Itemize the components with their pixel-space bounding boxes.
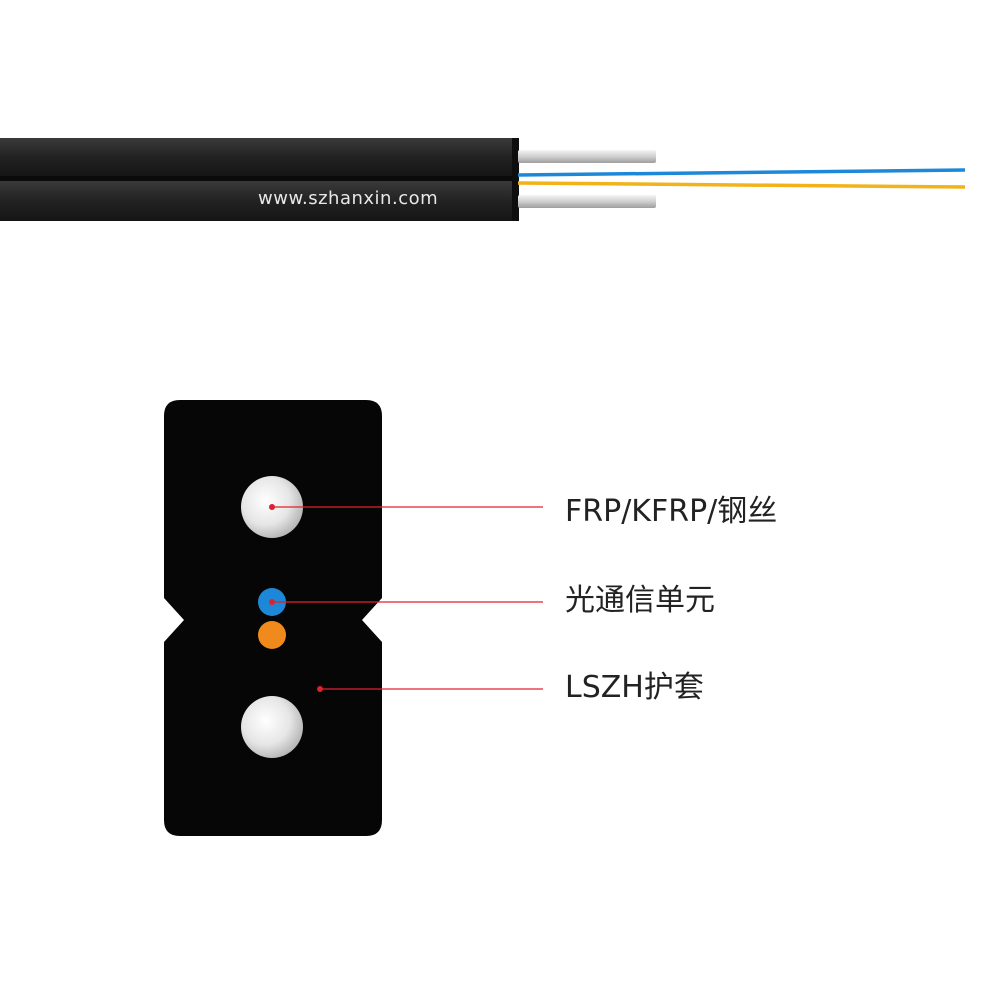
leader-dot-jacket <box>317 686 323 692</box>
cable-side-view <box>0 138 966 221</box>
cable-end-face <box>512 138 519 221</box>
fiber-unit-label: 光通信单元 <box>565 583 715 618</box>
steel-rod-upper <box>518 150 656 163</box>
cable-lower-half <box>0 181 518 221</box>
leader-dot-strength <box>269 504 275 510</box>
strength-member-label: FRP/KFRP/钢丝 <box>565 494 778 529</box>
strength-member-bottom <box>241 696 303 758</box>
lszh-jacket-shape <box>164 400 382 836</box>
leader-lines <box>269 504 543 692</box>
steel-rod-lower <box>518 195 656 208</box>
jacket-label: LSZH护套 <box>565 670 704 705</box>
fiber-blue <box>517 168 966 177</box>
website-watermark: www.szhanxin.com <box>258 188 439 209</box>
fiber-core-orange <box>258 621 286 649</box>
leader-dot-fiber <box>269 599 275 605</box>
cable-upper-half <box>0 138 518 176</box>
cable-groove <box>0 176 518 181</box>
fiber-yellow <box>517 181 966 189</box>
cable-cross-section <box>164 400 382 836</box>
